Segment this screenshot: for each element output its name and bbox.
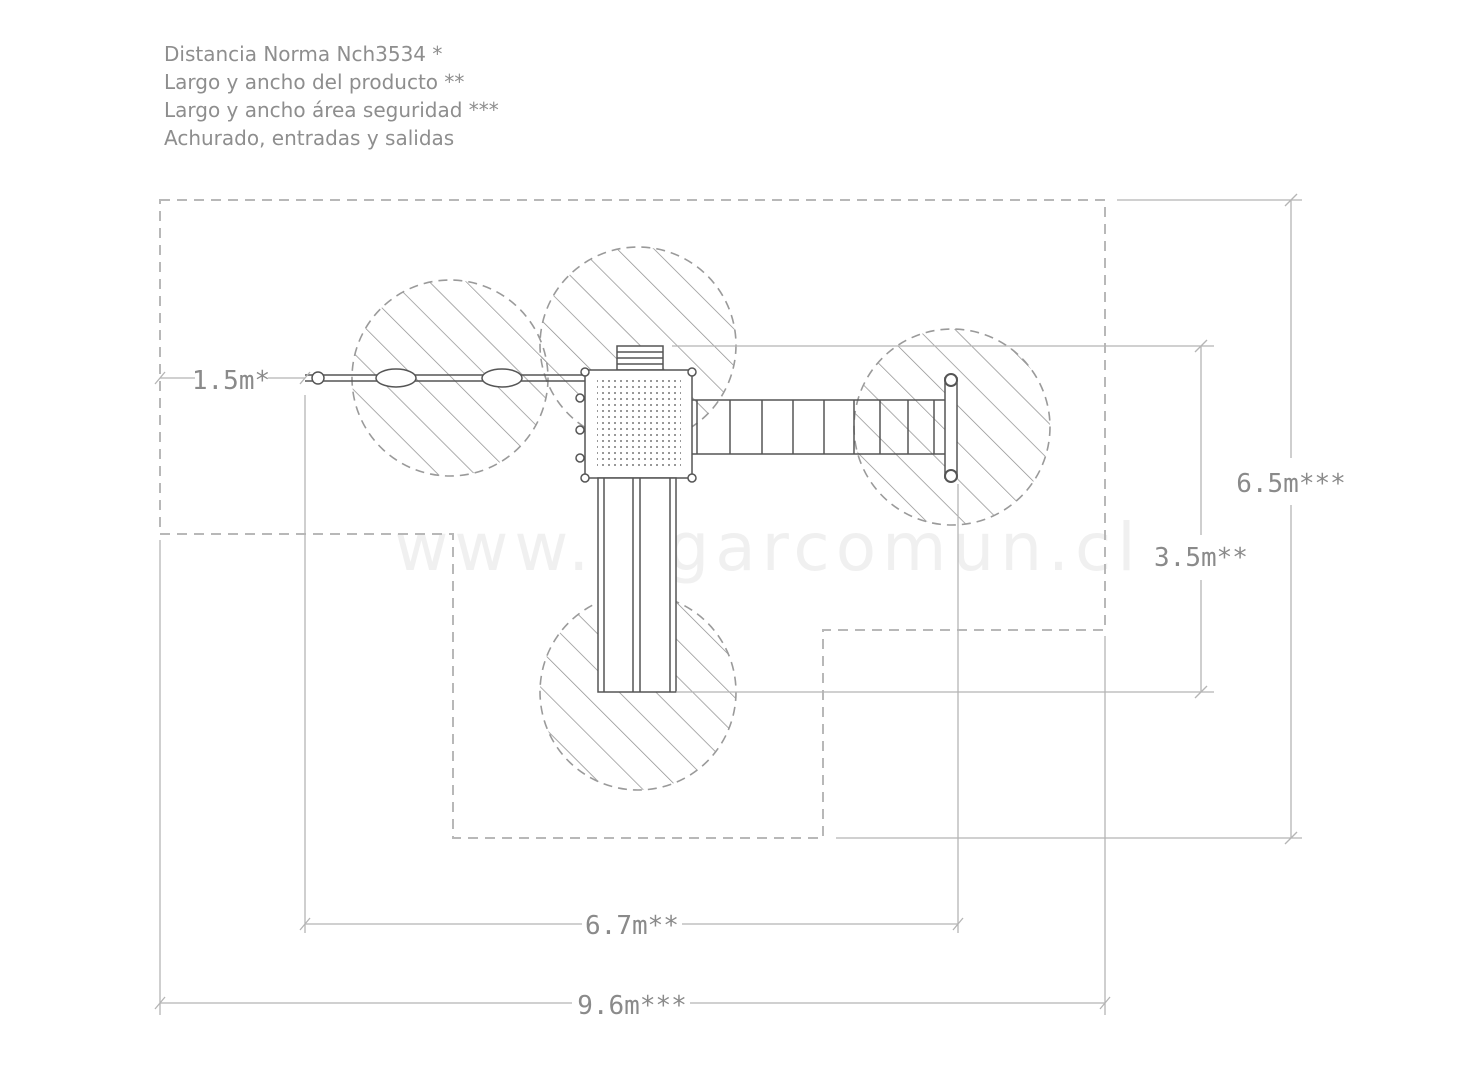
safety-area-outline (159, 199, 1106, 839)
legend-line-hatching: Achurado, entradas y salidas (164, 126, 455, 150)
dim-label-safety-length: 6.5m*** (1236, 469, 1346, 499)
legend-line-safety-area: Largo y ancho área seguridad *** (164, 98, 499, 122)
swing-beam (305, 368, 585, 388)
watermark: www.lugarcomun.cl (394, 509, 1141, 586)
slide (597, 477, 677, 693)
dim-label-product-width: 6.7m** (585, 911, 679, 941)
legend-line-standard-distance: Distancia Norma Nch3534 * (164, 42, 443, 66)
legend: Distancia Norma Nch3534 * Largo y ancho … (164, 40, 499, 152)
dim-label-standard-distance: 1.5m* (192, 366, 270, 396)
dimension-lines (154, 193, 1302, 1015)
dim-label-safety-width: 9.6m*** (577, 991, 687, 1021)
horizontal-ladder (692, 373, 958, 483)
tower-platform-deck (597, 378, 681, 470)
legend-line-product-size: Largo y ancho del producto ** (164, 70, 465, 94)
play-structure (305, 345, 958, 693)
dim-label-product-length: 3.5m** (1154, 543, 1248, 573)
